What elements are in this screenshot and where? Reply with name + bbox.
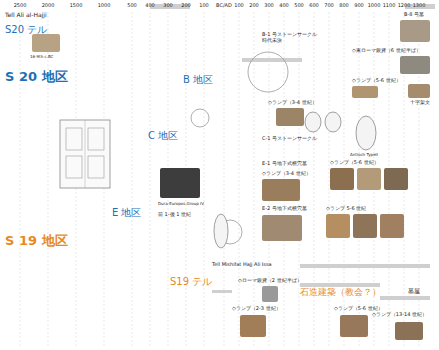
tell-label: S20 テル bbox=[5, 24, 47, 35]
zone-label: B 地区 bbox=[183, 74, 213, 85]
axis-tick: 200 bbox=[181, 3, 191, 9]
find-label: ◇東ローマ銀貨（6 世紀半ば） bbox=[352, 48, 421, 54]
find-label: ◇ランプ（3-4 世紀） bbox=[268, 100, 317, 106]
feature-label: B-8 号墓 bbox=[404, 12, 424, 18]
zone-label: C 地区 bbox=[148, 130, 178, 141]
artifact-photo bbox=[395, 322, 423, 340]
artifact-photo bbox=[262, 215, 302, 241]
grid-line bbox=[239, 12, 240, 348]
find-label: 十字架文 bbox=[410, 100, 430, 106]
axis-tick: 500 bbox=[127, 3, 137, 9]
period-bar bbox=[150, 4, 190, 9]
find-label: ◇ランプ（13-14 世紀） bbox=[372, 312, 427, 318]
find-label: ◇ランプ（5-6 世紀） bbox=[352, 78, 401, 84]
axis-tick: 500 bbox=[294, 3, 304, 9]
artifact-photo bbox=[330, 168, 354, 190]
artifact-photo bbox=[400, 20, 430, 42]
axis-tick: 300 bbox=[264, 3, 274, 9]
artifact-photo bbox=[240, 315, 266, 337]
feature-label: E-2 号地下式横穴墓 bbox=[262, 206, 307, 212]
lamp-drawing bbox=[325, 112, 341, 132]
area-label: S 19 地区 bbox=[5, 234, 68, 248]
artifact-photo bbox=[408, 84, 430, 98]
type-label: Dura-Europos Group IV bbox=[158, 202, 204, 206]
tell-label: S19 テル bbox=[170, 276, 212, 287]
zone-label: E 地区 bbox=[112, 207, 142, 218]
axis-tick: 700 bbox=[324, 3, 334, 9]
type-label: Antioch TypeII bbox=[350, 153, 378, 157]
find-label: ◇ランプ（2-3 世紀） bbox=[232, 306, 281, 312]
axis-tick: 300 bbox=[163, 3, 173, 9]
axis-tick: 400 bbox=[145, 3, 155, 9]
artifact-photo bbox=[380, 214, 404, 238]
artifact-photo bbox=[400, 56, 430, 74]
feature-label: C-1 号ストーンサークル bbox=[262, 136, 317, 142]
grid-line bbox=[224, 12, 225, 348]
lamp-drawing bbox=[305, 112, 321, 132]
period-bar bbox=[212, 290, 232, 293]
find-label: ◇ランプ（3-4 世紀） bbox=[262, 171, 311, 177]
stone-circle-drawing bbox=[191, 109, 209, 127]
period-bar bbox=[300, 264, 430, 268]
artifact-photo bbox=[262, 179, 300, 201]
axis-tick: 1200 bbox=[398, 3, 411, 9]
axis-tick: 1000 bbox=[368, 3, 381, 9]
artifact-photo bbox=[262, 286, 278, 302]
artifact-photo bbox=[357, 168, 381, 190]
axis-tick: 600 bbox=[309, 3, 319, 9]
grid-line bbox=[314, 12, 315, 348]
find-label: ◇ランプ（5-6 世紀） bbox=[334, 306, 383, 312]
axis-tick: 1000 bbox=[98, 3, 111, 9]
artifact-photo bbox=[352, 86, 378, 98]
find-label: ◇ランプ（5-6 世紀） bbox=[330, 160, 379, 166]
feature-label: E-1 号地下式横穴墓 bbox=[262, 161, 307, 167]
artifact-photo bbox=[340, 315, 368, 337]
stone-circle-drawing bbox=[248, 52, 288, 92]
axis-tick: 2000 bbox=[42, 3, 55, 9]
grid-line bbox=[329, 12, 330, 348]
grid-line bbox=[132, 12, 133, 348]
grid-line bbox=[48, 12, 49, 348]
find-label: ◇ランプ 5-6 世紀 bbox=[326, 206, 366, 212]
axis-tick: 1100 bbox=[383, 3, 396, 9]
axis-tick: 100 bbox=[234, 3, 244, 9]
axis-tick: 200 bbox=[249, 3, 259, 9]
artifact-photo bbox=[353, 214, 377, 238]
grid-line bbox=[20, 12, 21, 348]
area-label: S 20 地区 bbox=[5, 70, 68, 84]
artifact-photo bbox=[326, 214, 350, 238]
axis-tick: 400 bbox=[279, 3, 289, 9]
period-bar bbox=[300, 283, 380, 287]
grid-line bbox=[150, 12, 151, 348]
find-label: ◇ローマ銀貨（2 世紀半ば） bbox=[238, 278, 302, 284]
grid-line bbox=[204, 12, 205, 348]
axis-tick: 900 bbox=[354, 3, 364, 9]
lamp-drawing bbox=[356, 116, 376, 150]
axis-tick: 100 bbox=[199, 3, 209, 9]
date-note: 前 1-後 1 世紀 bbox=[158, 212, 191, 218]
period-bar bbox=[380, 296, 430, 300]
site-name: Tell Mishifat Hajj Ali Issa bbox=[212, 262, 272, 268]
axis-tick: 2500 bbox=[14, 3, 27, 9]
axis-tick: BC/AD bbox=[216, 3, 232, 9]
artifact-photo bbox=[276, 108, 304, 126]
artifact-photo bbox=[32, 34, 60, 52]
tomb-plan bbox=[60, 120, 110, 188]
grid-line bbox=[254, 12, 255, 348]
site-name: Tell Ali al-Hajji bbox=[5, 12, 47, 19]
artifact-photo bbox=[160, 168, 200, 198]
feature-label: 墓屋 bbox=[408, 288, 420, 295]
axis-tick: 1300 bbox=[413, 3, 426, 9]
lamp-drawing bbox=[214, 214, 228, 248]
building-label: 石造建築（教会？） bbox=[300, 288, 381, 298]
feature-label: B-1 号ストーンサークル 時代未決 bbox=[262, 32, 322, 43]
date-note: 16-9th c.BC bbox=[30, 55, 53, 59]
artifact-photo bbox=[384, 168, 408, 190]
axis-tick: 1500 bbox=[70, 3, 83, 9]
axis-tick: 800 bbox=[339, 3, 349, 9]
